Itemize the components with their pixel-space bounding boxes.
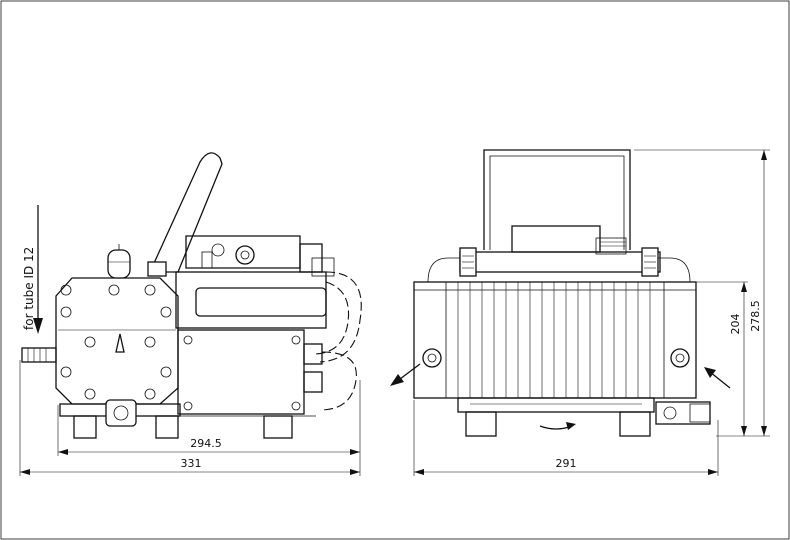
outlet-arrow (390, 363, 421, 386)
left-dimensions (19, 360, 361, 476)
hose-barb (21, 347, 57, 363)
rotation-arrow (539, 422, 576, 430)
dim-height-total: 278.5 (749, 300, 762, 332)
inlet-arrow-right (704, 367, 731, 389)
motor-body (175, 257, 362, 363)
inlet-neck (107, 244, 131, 279)
dim-inner-length: 294.5 (190, 437, 222, 450)
dim-total-length: 331 (181, 457, 202, 470)
right-base (457, 397, 711, 437)
carry-handle (147, 152, 223, 277)
left-base (59, 399, 181, 439)
left-view: for tube ID 12 (19, 152, 362, 476)
dim-width: 291 (556, 457, 577, 470)
left-view-feet (180, 415, 316, 439)
inlet-label: for tube ID 12 (22, 247, 36, 330)
terminal-box (177, 329, 357, 415)
motor-top-box (185, 235, 323, 273)
top-cap (511, 225, 627, 255)
right-dimensions (413, 149, 770, 476)
dim-height-body: 204 (729, 314, 742, 335)
right-view: 291 204 278.5 (390, 149, 770, 476)
top-cylinder (427, 247, 691, 283)
inlet-arrow (33, 205, 43, 334)
pump-head (55, 277, 179, 405)
handle-frame (483, 149, 631, 250)
finned-body (413, 281, 697, 399)
